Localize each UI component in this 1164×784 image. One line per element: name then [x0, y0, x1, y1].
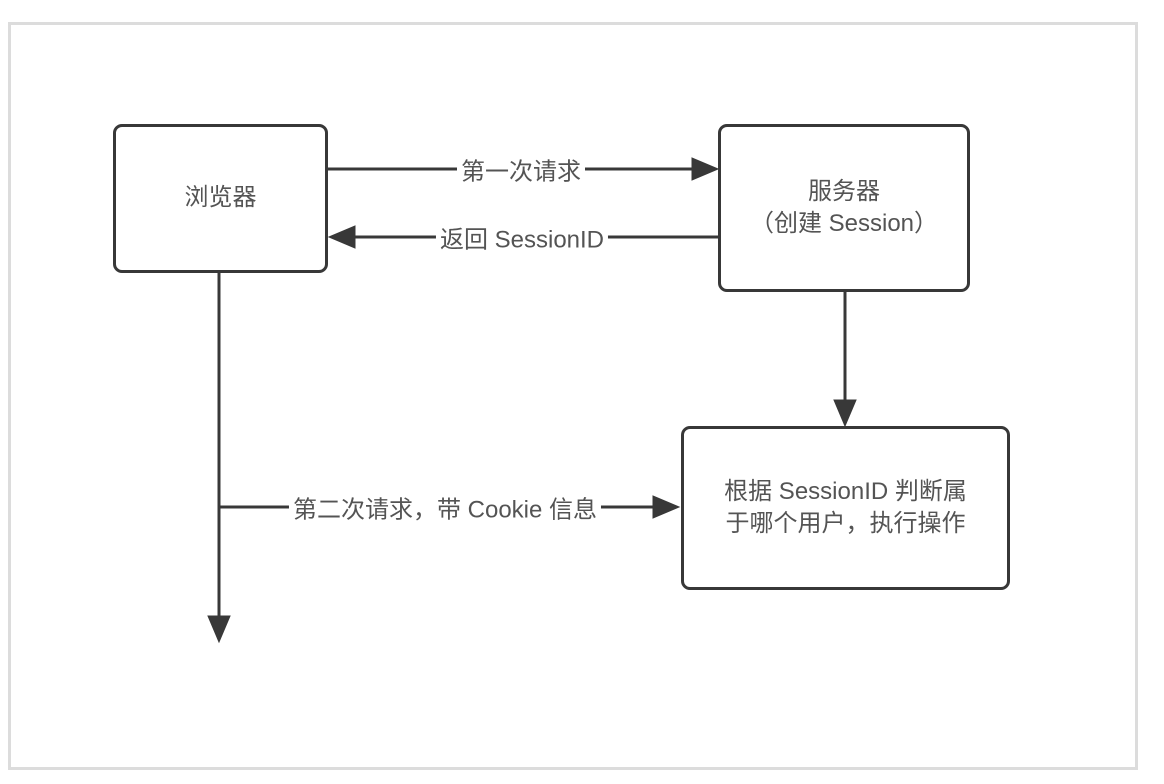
browser-node-label: 浏览器 [184, 184, 257, 212]
edge-label-second-request: 第二次请求，带 Cookie 信息 [288, 489, 602, 525]
result-node: 根据 SessionID 判断属 于哪个用户，执行操作 [681, 426, 1010, 590]
edge-browser-down-arrow [207, 273, 231, 644]
result-node-label-line2: 于哪个用户，执行操作 [725, 510, 966, 537]
server-node-label-line1: 服务器 [808, 177, 880, 205]
diagram-frame [8, 22, 1138, 770]
browser-node: 浏览器 [113, 124, 328, 273]
edge-label-return-sessionid: 返回 SessionID [435, 219, 609, 255]
edge-server-down-arrow [833, 292, 857, 428]
server-node: 服务器 （创建 Session） [718, 124, 970, 292]
server-node-label-line2: （创建 Session） [749, 210, 939, 237]
result-node-label-line1: 根据 SessionID 判断属 [724, 477, 967, 505]
edge-label-first-request: 第一次请求 [457, 151, 585, 187]
